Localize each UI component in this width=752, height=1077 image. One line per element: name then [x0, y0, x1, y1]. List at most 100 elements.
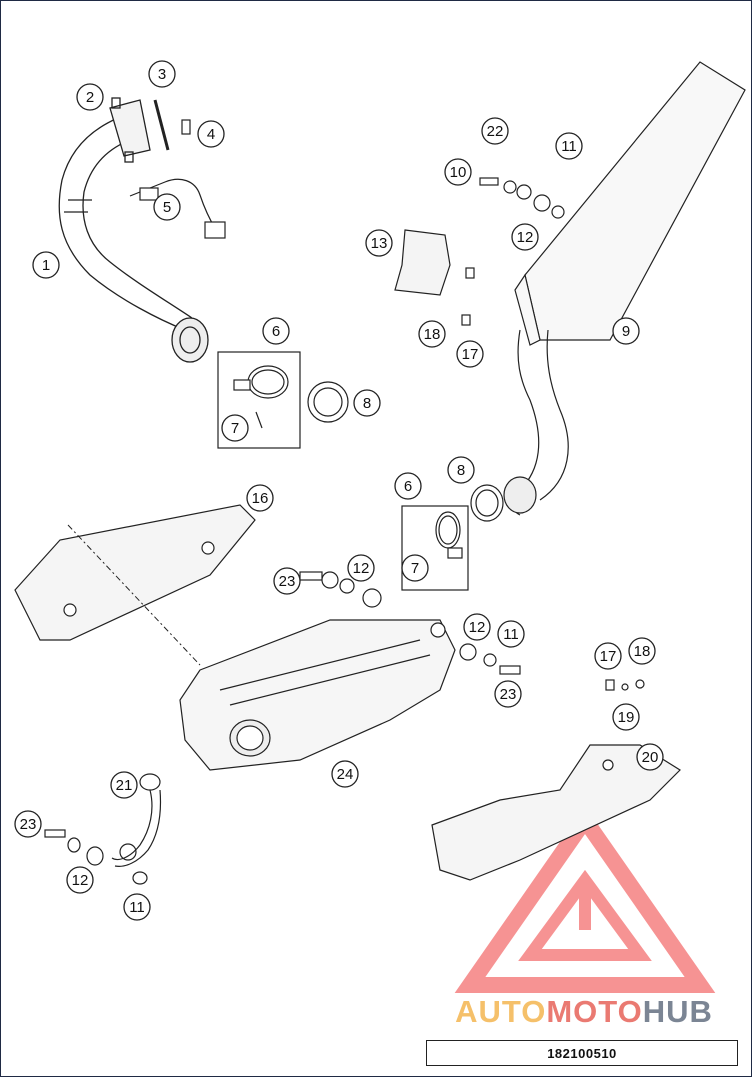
spacers-upper — [299, 571, 521, 675]
callout-6: 6 — [394, 472, 422, 500]
callout-circle — [481, 117, 509, 145]
callout-label: 8 — [457, 462, 465, 479]
gasket-8-lower — [470, 484, 504, 522]
callout-22: 22 — [481, 117, 509, 145]
header-pipe — [58, 97, 209, 363]
callout-circle — [636, 743, 664, 771]
callout-circle — [612, 317, 640, 345]
callout-label: 23 — [500, 686, 517, 703]
watermark-text: AUTOMOTOHUB — [426, 994, 742, 1030]
callout-5: 5 — [153, 193, 181, 221]
callout-7: 7 — [221, 414, 249, 442]
callout-label: 2 — [86, 89, 94, 106]
callout-19: 19 — [612, 703, 640, 731]
assembly-line-16 — [67, 524, 201, 666]
callout-label: 12 — [72, 872, 89, 889]
callout-23: 23 — [273, 567, 301, 595]
heat-shield-20 — [431, 744, 681, 881]
callout-label: 9 — [622, 323, 630, 340]
callout-circle — [612, 703, 640, 731]
watermark-logo — [454, 806, 716, 993]
callout-circle — [447, 456, 475, 484]
silencer-9 — [503, 61, 746, 516]
callout-23: 23 — [14, 810, 42, 838]
callout-21: 21 — [110, 771, 138, 799]
callout-label: 7 — [411, 560, 419, 577]
callout-13: 13 — [365, 229, 393, 257]
gasket-8-upper — [307, 381, 349, 423]
callout-11: 11 — [497, 620, 525, 648]
callout-label: 12 — [469, 619, 486, 636]
callout-circle — [511, 223, 539, 251]
callout-label: 21 — [116, 777, 133, 794]
callout-label: 3 — [158, 66, 166, 83]
callout-12: 12 — [511, 223, 539, 251]
callout-label: 23 — [20, 816, 37, 833]
gasket-3 — [153, 99, 191, 151]
callout-label: 18 — [424, 326, 441, 343]
callout-20: 20 — [636, 743, 664, 771]
callout-23: 23 — [494, 680, 522, 708]
callout-label: 11 — [561, 138, 577, 155]
callout-label: 13 — [371, 235, 388, 252]
callout-11: 11 — [555, 132, 583, 160]
callout-label: 1 — [42, 257, 50, 274]
callout-circle — [76, 83, 104, 111]
watermark-auto: AUTO — [455, 994, 547, 1029]
callout-12: 12 — [463, 613, 491, 641]
callout-7: 7 — [401, 554, 429, 582]
callout-circle — [123, 893, 151, 921]
callout-circle — [32, 251, 60, 279]
callout-label: 6 — [272, 323, 280, 340]
callout-label: 12 — [353, 560, 370, 577]
rear-muffler-24 — [179, 619, 456, 771]
callout-circle — [14, 810, 42, 838]
callout-circle — [347, 554, 375, 582]
callout-circle — [594, 642, 622, 670]
callout-label: 6 — [404, 478, 412, 495]
callout-circle — [463, 613, 491, 641]
callout-11: 11 — [123, 893, 151, 921]
callout-label: 19 — [618, 709, 635, 726]
callout-label: 18 — [634, 643, 651, 660]
watermark-moto: MOTO — [546, 994, 643, 1029]
callout-label: 8 — [363, 395, 371, 412]
callout-9: 9 — [612, 317, 640, 345]
callout-label: 17 — [600, 648, 617, 665]
callout-circle — [273, 567, 301, 595]
callout-circle — [331, 760, 359, 788]
callout-1: 1 — [32, 251, 60, 279]
lambda-sensor — [129, 178, 226, 239]
callout-17: 17 — [594, 642, 622, 670]
callout-12: 12 — [347, 554, 375, 582]
callout-circle — [262, 317, 290, 345]
callout-circle — [628, 637, 656, 665]
spacers-lower — [44, 829, 148, 885]
callout-circle — [148, 60, 176, 88]
callout-24: 24 — [331, 760, 359, 788]
callout-label: 11 — [129, 899, 145, 916]
callout-17: 17 — [456, 340, 484, 368]
callout-16: 16 — [246, 484, 274, 512]
callout-label: 16 — [252, 490, 269, 507]
callout-label: 11 — [503, 626, 519, 643]
callout-circle — [110, 771, 138, 799]
callout-circle — [197, 120, 225, 148]
heat-shield-16 — [14, 504, 256, 641]
clamp-box-lower — [401, 505, 469, 591]
callout-circle — [365, 229, 393, 257]
callout-12: 12 — [66, 866, 94, 894]
callout-circle — [444, 158, 472, 186]
callout-2: 2 — [76, 83, 104, 111]
callout-circle — [394, 472, 422, 500]
callout-label: 7 — [231, 420, 239, 437]
callout-circle — [418, 320, 446, 348]
callout-3: 3 — [148, 60, 176, 88]
callout-circle — [456, 340, 484, 368]
callout-18: 18 — [418, 320, 446, 348]
callout-circle — [497, 620, 525, 648]
callout-circle — [153, 193, 181, 221]
